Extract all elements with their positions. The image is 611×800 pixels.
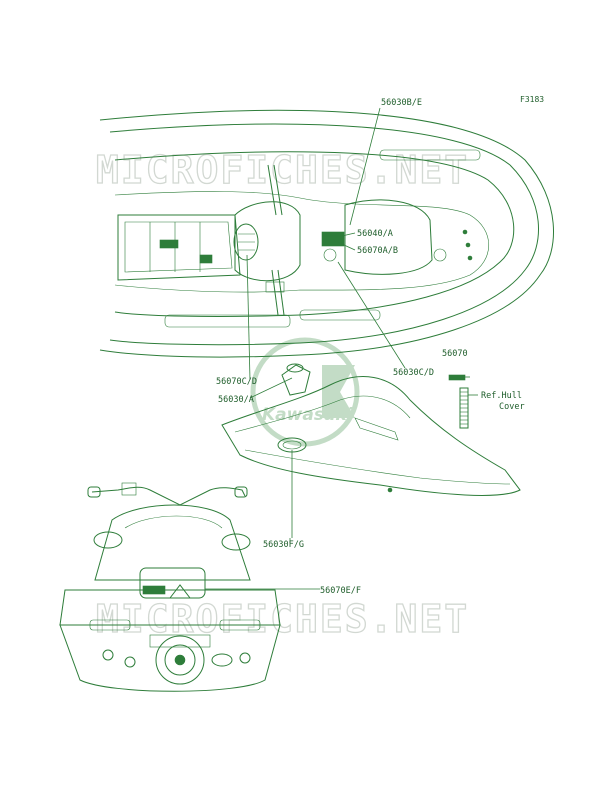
callout-56070cd: 56070C/D (216, 377, 257, 387)
callout-56070: 56070 (442, 349, 468, 359)
top-view-hull (99, 109, 554, 358)
callout-56030fg: 56030F/G (263, 540, 304, 550)
callout-ref-hull-cover: Cover (499, 402, 525, 412)
callout-56030be: 56030B/E (381, 98, 422, 108)
watermark-top: MICROFICHES.NET (96, 148, 469, 192)
callout-56070ab: 56070A/B (357, 246, 398, 256)
side-view-hull (221, 363, 521, 496)
callout-56040a: 56040/A (357, 229, 393, 239)
rear-view-hull (59, 482, 281, 692)
watermark-bottom: MICROFICHES.NET (96, 597, 469, 641)
callout-56030a: 56030/A (218, 395, 254, 405)
callout-56070ef: 56070E/F (320, 586, 361, 596)
callout-ref-hull: Ref.Hull (481, 391, 522, 401)
decal-strip (448, 374, 470, 429)
callout-56030cd: 56030C/D (393, 368, 434, 378)
logo-text: Kawasaki (262, 405, 354, 425)
figure-code: F3183 (520, 95, 544, 104)
